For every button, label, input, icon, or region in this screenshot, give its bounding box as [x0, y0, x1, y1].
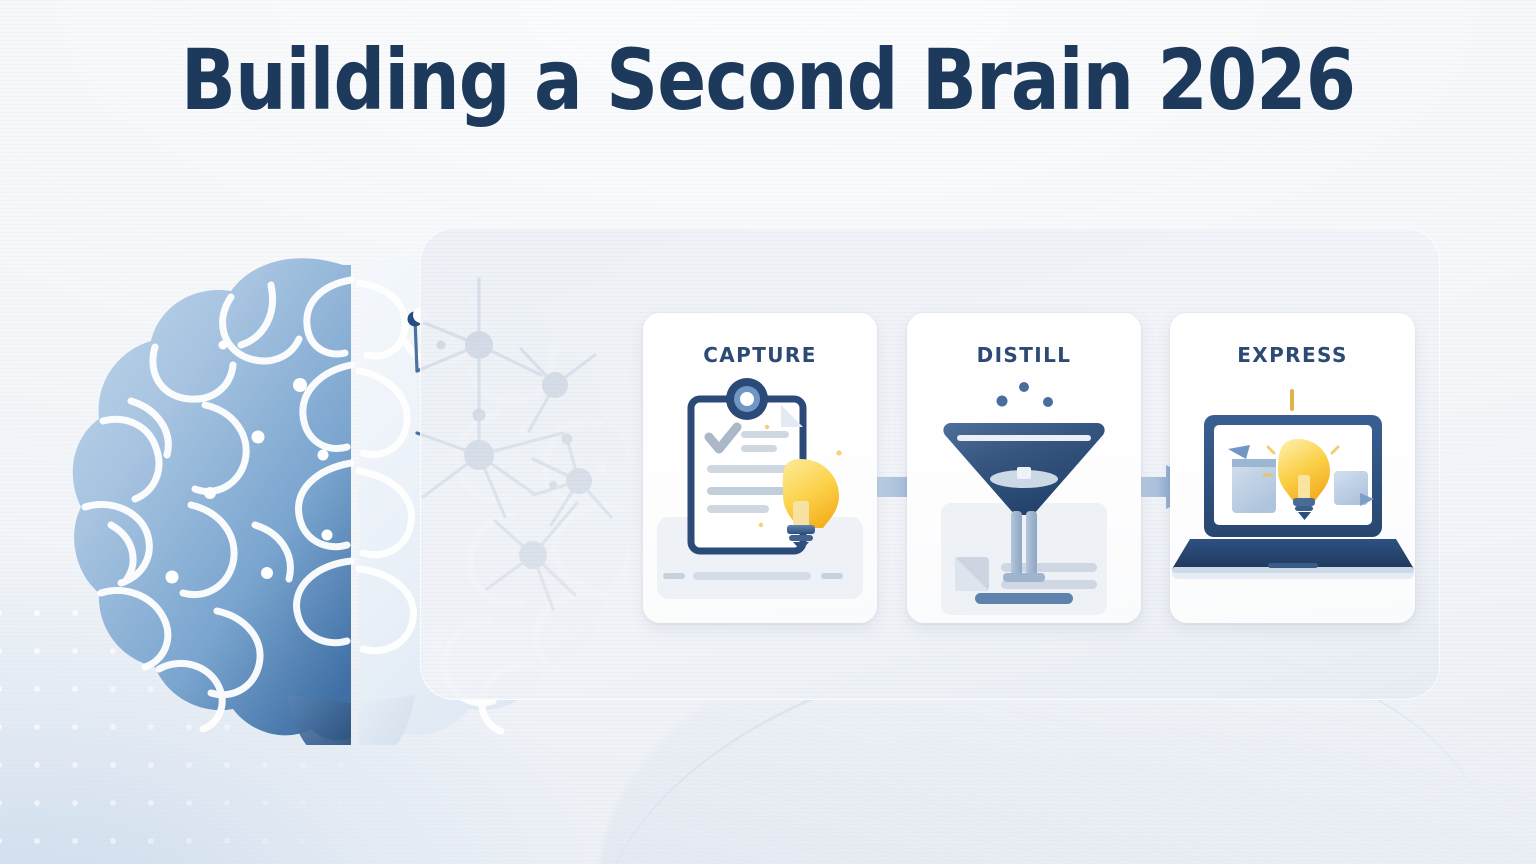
- process-card-capture[interactable]: CAPTURE: [643, 313, 877, 623]
- funnel-icon: [907, 375, 1141, 623]
- process-card-distill[interactable]: DISTILL: [907, 313, 1141, 623]
- page-title: Building a Second Brain 2026: [180, 31, 1356, 129]
- brain-left-hemisphere: [72, 258, 355, 770]
- process-card-capture-label: CAPTURE: [703, 343, 817, 367]
- process-cards: CAPTURE: [643, 313, 1415, 623]
- laptop-icon: [1170, 375, 1415, 623]
- process-card-express[interactable]: EXPRESS: [1170, 313, 1415, 623]
- process-card-express-label: EXPRESS: [1237, 343, 1348, 367]
- clipboard-checklist-icon: [643, 375, 877, 623]
- process-card-distill-label: DISTILL: [976, 343, 1072, 367]
